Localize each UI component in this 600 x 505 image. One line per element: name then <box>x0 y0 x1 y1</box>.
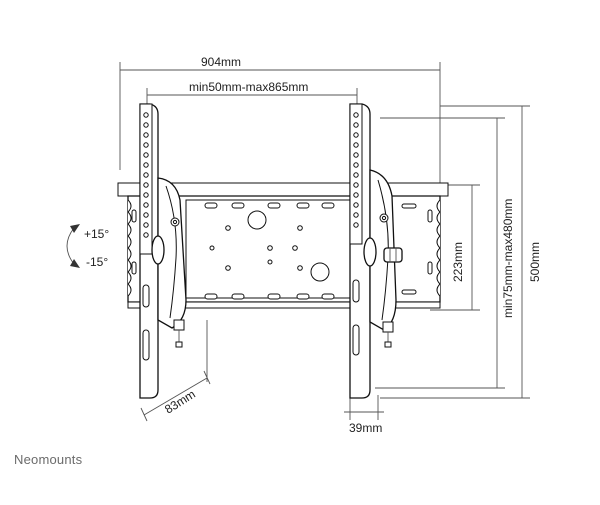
depth-label: 39mm <box>349 421 382 435</box>
mounting-width-label: min50mm-max865mm <box>189 80 308 94</box>
right-vertical-arm <box>349 103 403 399</box>
right-arm-holes <box>353 112 359 228</box>
hole-spacing-label: 223mm <box>451 242 465 282</box>
overall-width-label: 904mm <box>201 55 241 69</box>
dimension-labels: 904mm min50mm-max865mm +15° -15° 223mm m… <box>84 55 542 435</box>
tilt-down-label: -15° <box>86 255 108 269</box>
left-vertical-arm <box>139 103 187 399</box>
dimension-lines <box>119 62 530 422</box>
wall-distance-label: 83mm <box>162 387 198 417</box>
mounting-height-label: min75mm-max480mm <box>501 199 515 318</box>
brand-logo-text: Neomounts <box>14 452 83 467</box>
overall-height-label: 500mm <box>528 242 542 282</box>
left-arm-holes <box>143 112 149 238</box>
tilt-arrow-icon <box>66 224 80 268</box>
tilt-up-label: +15° <box>84 227 109 241</box>
